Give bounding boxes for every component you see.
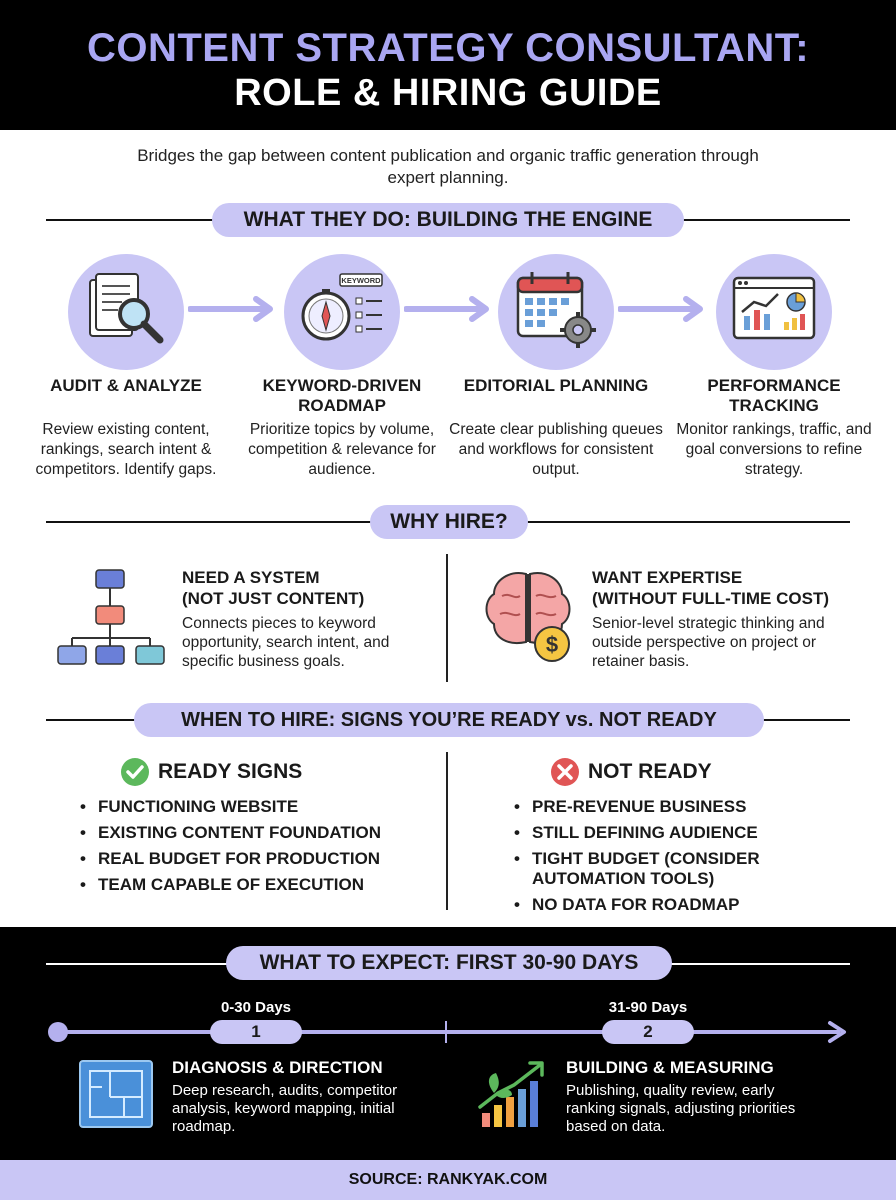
step-description: Review existing content, rankings, searc… [35,421,217,478]
step-circle [716,254,832,370]
list-item: NO DATA FOR ROADMAP [514,895,814,915]
section-heading-why-hire: WHY HIRE? [370,505,528,539]
keyword-tag: KEYWORD [341,276,381,285]
step-description: Create clear publishing queues and workf… [449,421,663,478]
step-circle: KEYWORD [284,254,400,370]
why-right-title: WANT EXPERTISE (WITHOUT FULL-TIME COST) [592,567,882,609]
step-audit: AUDIT & ANALYZE Review existing content,… [16,254,236,484]
phase-number: 1 [210,1020,302,1044]
list-item: TEAM CAPABLE OF EXECUTION [80,875,440,895]
step-title: EDITORIAL PLANNING [463,376,649,395]
section-heading-expect: WHAT TO EXPECT: FIRST 30-90 DAYS [226,946,672,980]
source-footer: SOURCE: RANKYAK.COM [0,1160,896,1200]
arrow-right-icon [404,296,489,322]
expect-section: WHAT TO EXPECT: FIRST 30-90 DAYS 0-30 Da… [0,927,896,1160]
why-right-title-line2: (WITHOUT FULL-TIME COST) [592,589,830,608]
step-description: Monitor rankings, traffic, and goal conv… [676,421,872,478]
column-divider [446,554,448,682]
page-title-line1: CONTENT STRATEGY CONSULTANT: [86,26,810,70]
step-circle [498,254,614,370]
compass-checklist-icon: KEYWORD [301,273,383,341]
growth-chart-icon [478,1061,544,1127]
step-keyword-roadmap: KEYWORD KEYWORD-DRIVEN ROADMAP Prioritiz… [232,254,452,484]
phase-title: DIAGNOSIS & DIRECTION [172,1058,383,1077]
step-performance-tracking: PERFORMANCE TRACKING Monitor rankings, t… [664,254,884,484]
list-item: STILL DEFINING AUDIENCE [514,823,814,843]
phase-description: Deep research, audits, competitor analys… [172,1082,398,1135]
flowchart-icon [57,569,165,665]
check-circle-icon [121,758,149,786]
list-item: REAL BUDGET FOR PRODUCTION [80,849,440,869]
arrow-right-icon [188,296,273,322]
why-right-description: Senior-level strategic thinking and outs… [592,615,825,670]
timeline-arrow [48,1021,846,1043]
step-title: AUDIT & ANALYZE [50,376,202,395]
ready-signs-list: FUNCTIONING WEBSITE EXISTING CONTENT FOU… [80,797,440,901]
step-title: PERFORMANCE TRACKING [707,376,841,415]
svg-text:$: $ [546,632,558,657]
step-title: KEYWORD-DRIVEN ROADMAP [262,376,422,415]
ready-signs-heading: READY SIGNS [158,760,303,783]
why-left-description: Connects pieces to keyword opportunity, … [182,615,390,670]
section-heading-when-to-hire: WHEN TO HIRE: SIGNS YOU’RE READY vs. NOT… [134,703,764,737]
calendar-gear-icon [516,272,596,348]
step-circle [68,254,184,370]
phase-description: Publishing, quality review, early rankin… [566,1082,796,1135]
brain-dollar-icon: $ [485,572,571,662]
why-left-title: NEED A SYSTEM (NOT JUST CONTENT) [182,567,432,609]
list-item: PRE-REVENUE BUSINESS [514,797,814,817]
not-ready-heading: NOT READY [588,760,712,783]
step-editorial-planning: EDITORIAL PLANNING Create clear publishi… [446,254,666,484]
not-ready-list: PRE-REVENUE BUSINESS STILL DEFINING AUDI… [514,797,814,921]
header-banner: CONTENT STRATEGY CONSULTANT: ROLE & HIRI… [0,0,896,130]
x-circle-icon [551,758,579,786]
arrow-right-icon [618,296,703,322]
step-description: Prioritize topics by volume, competition… [248,421,436,478]
why-left-title-line1: NEED A SYSTEM [182,568,320,587]
list-item: FUNCTIONING WEBSITE [80,797,440,817]
phase-range: 0-30 Days [220,999,292,1016]
phase-title: BUILDING & MEASURING [566,1058,774,1077]
blueprint-icon [79,1060,153,1128]
document-magnifier-icon [89,273,164,344]
intro-text: Bridges the gap between content publicat… [137,146,759,187]
why-left-title-line2: (NOT JUST CONTENT) [182,589,365,608]
phase-number: 2 [602,1020,694,1044]
why-right-title-line1: WANT EXPERTISE [592,568,743,587]
section-heading-what-they-do: WHAT THEY DO: BUILDING THE ENGINE [212,203,684,237]
analytics-dashboard-icon [732,276,816,340]
page-title-line2: ROLE & HIRING GUIDE [234,72,662,114]
column-divider [446,752,448,910]
list-item: EXISTING CONTENT FOUNDATION [80,823,440,843]
phase-range: 31-90 Days [608,999,688,1016]
list-item: TIGHT BUDGET (CONSIDER AUTOMATION TOOLS) [514,849,814,889]
